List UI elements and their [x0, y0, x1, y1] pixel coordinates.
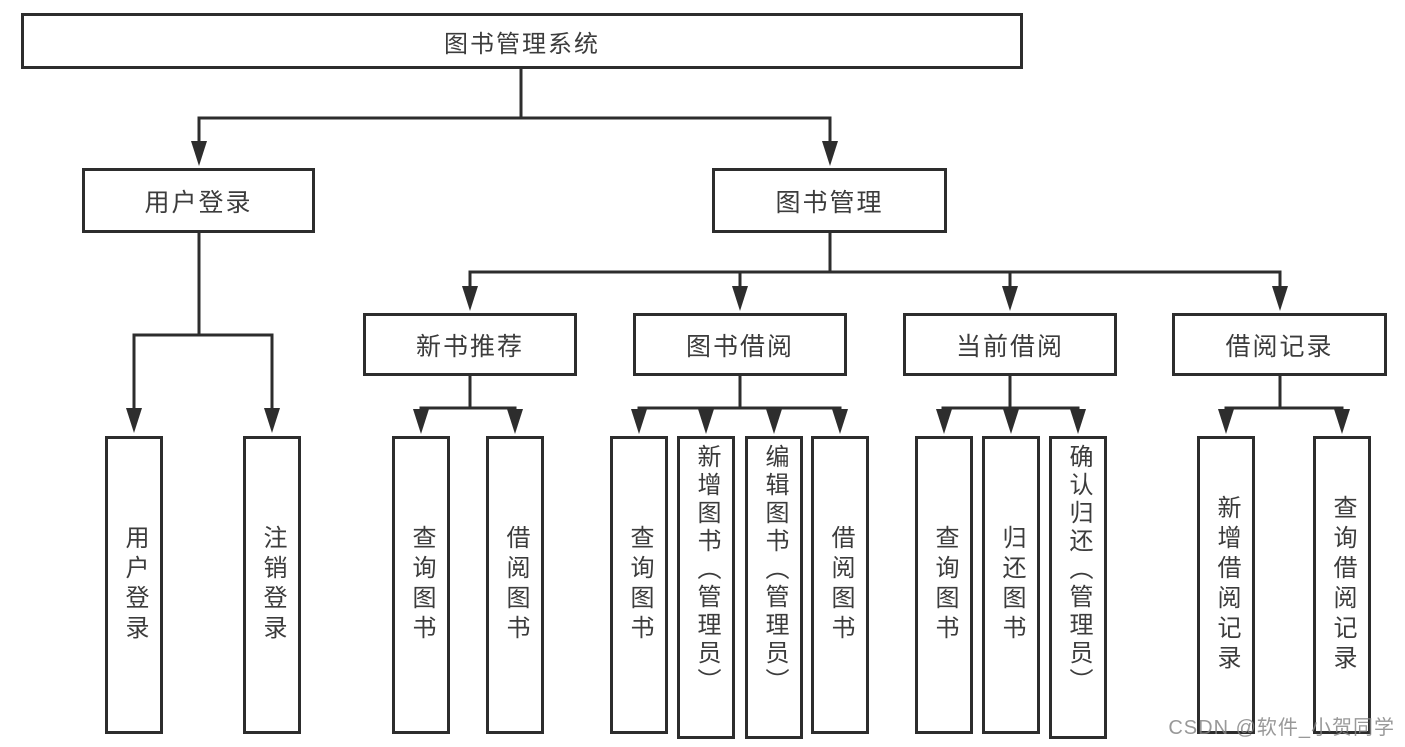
leaf-borrow-books-borrowing: 借阅图书 — [811, 436, 869, 734]
node-label: 新增图书（管理员） — [693, 444, 720, 696]
node-label: 查询图书 — [408, 525, 435, 645]
node-library-management-system: 图书管理系统 — [21, 13, 1023, 69]
arrow-heads — [126, 141, 1350, 434]
node-label: 注销登录 — [259, 525, 286, 645]
fork-current-borrowing — [941, 374, 1080, 410]
node-label: 新书推荐 — [415, 332, 524, 361]
node-label: 借阅记录 — [1225, 332, 1334, 361]
leaf-query-books-borrowing: 查询图书 — [610, 436, 668, 734]
node-label: 用户登录 — [144, 188, 253, 217]
node-label: 编辑图书（管理员） — [761, 444, 788, 696]
fork-user-login — [132, 231, 274, 337]
node-current-borrowing: 当前借阅 — [903, 313, 1117, 376]
node-label: 当前借阅 — [955, 332, 1064, 361]
leaf-query-books-current: 查询图书 — [915, 436, 973, 734]
node-label: 新增借阅记录 — [1213, 495, 1240, 675]
node-label: 查询借阅记录 — [1329, 495, 1356, 675]
node-label: 借阅图书 — [827, 525, 854, 645]
leaf-query-borrow-record: 查询借阅记录 — [1313, 436, 1371, 734]
leaf-borrow-books-recommend: 借阅图书 — [486, 436, 544, 734]
node-borrowing-records: 借阅记录 — [1172, 313, 1387, 376]
node-label: 图书管理 — [775, 188, 884, 217]
node-label: 图书借阅 — [685, 332, 794, 361]
node-label: 图书管理系统 — [444, 30, 600, 58]
leaf-user-login: 用户登录 — [105, 436, 163, 734]
fork-new-book — [419, 374, 517, 410]
leaf-return-books: 归还图书 — [982, 436, 1040, 734]
node-label: 查询图书 — [626, 525, 653, 645]
fork-book-borrowing — [637, 374, 842, 410]
fork-book-management — [468, 231, 1282, 274]
node-user-login: 用户登录 — [82, 168, 315, 233]
node-label: 归还图书 — [998, 525, 1025, 645]
fork-root — [197, 66, 832, 120]
node-label: 确认归还（管理员） — [1065, 444, 1092, 696]
leaf-logout: 注销登录 — [243, 436, 301, 734]
leaf-confirm-return-admin: 确认归还（管理员） — [1049, 436, 1107, 739]
node-label: 用户登录 — [121, 525, 148, 645]
leaf-edit-books-admin: 编辑图书（管理员） — [745, 436, 803, 739]
node-label: 借阅图书 — [502, 525, 529, 645]
node-new-book-recommendation: 新书推荐 — [363, 313, 577, 376]
csdn-watermark: CSDN @软件_小贺同学 — [1168, 717, 1395, 739]
node-book-borrowing: 图书借阅 — [633, 313, 847, 376]
leaf-query-books-recommend: 查询图书 — [392, 436, 450, 734]
fork-borrowing-records — [1224, 374, 1344, 410]
node-label: 查询图书 — [931, 525, 958, 645]
node-book-management: 图书管理 — [712, 168, 947, 233]
leaf-add-borrow-record: 新增借阅记录 — [1197, 436, 1255, 734]
leaf-add-books-admin: 新增图书（管理员） — [677, 436, 735, 739]
